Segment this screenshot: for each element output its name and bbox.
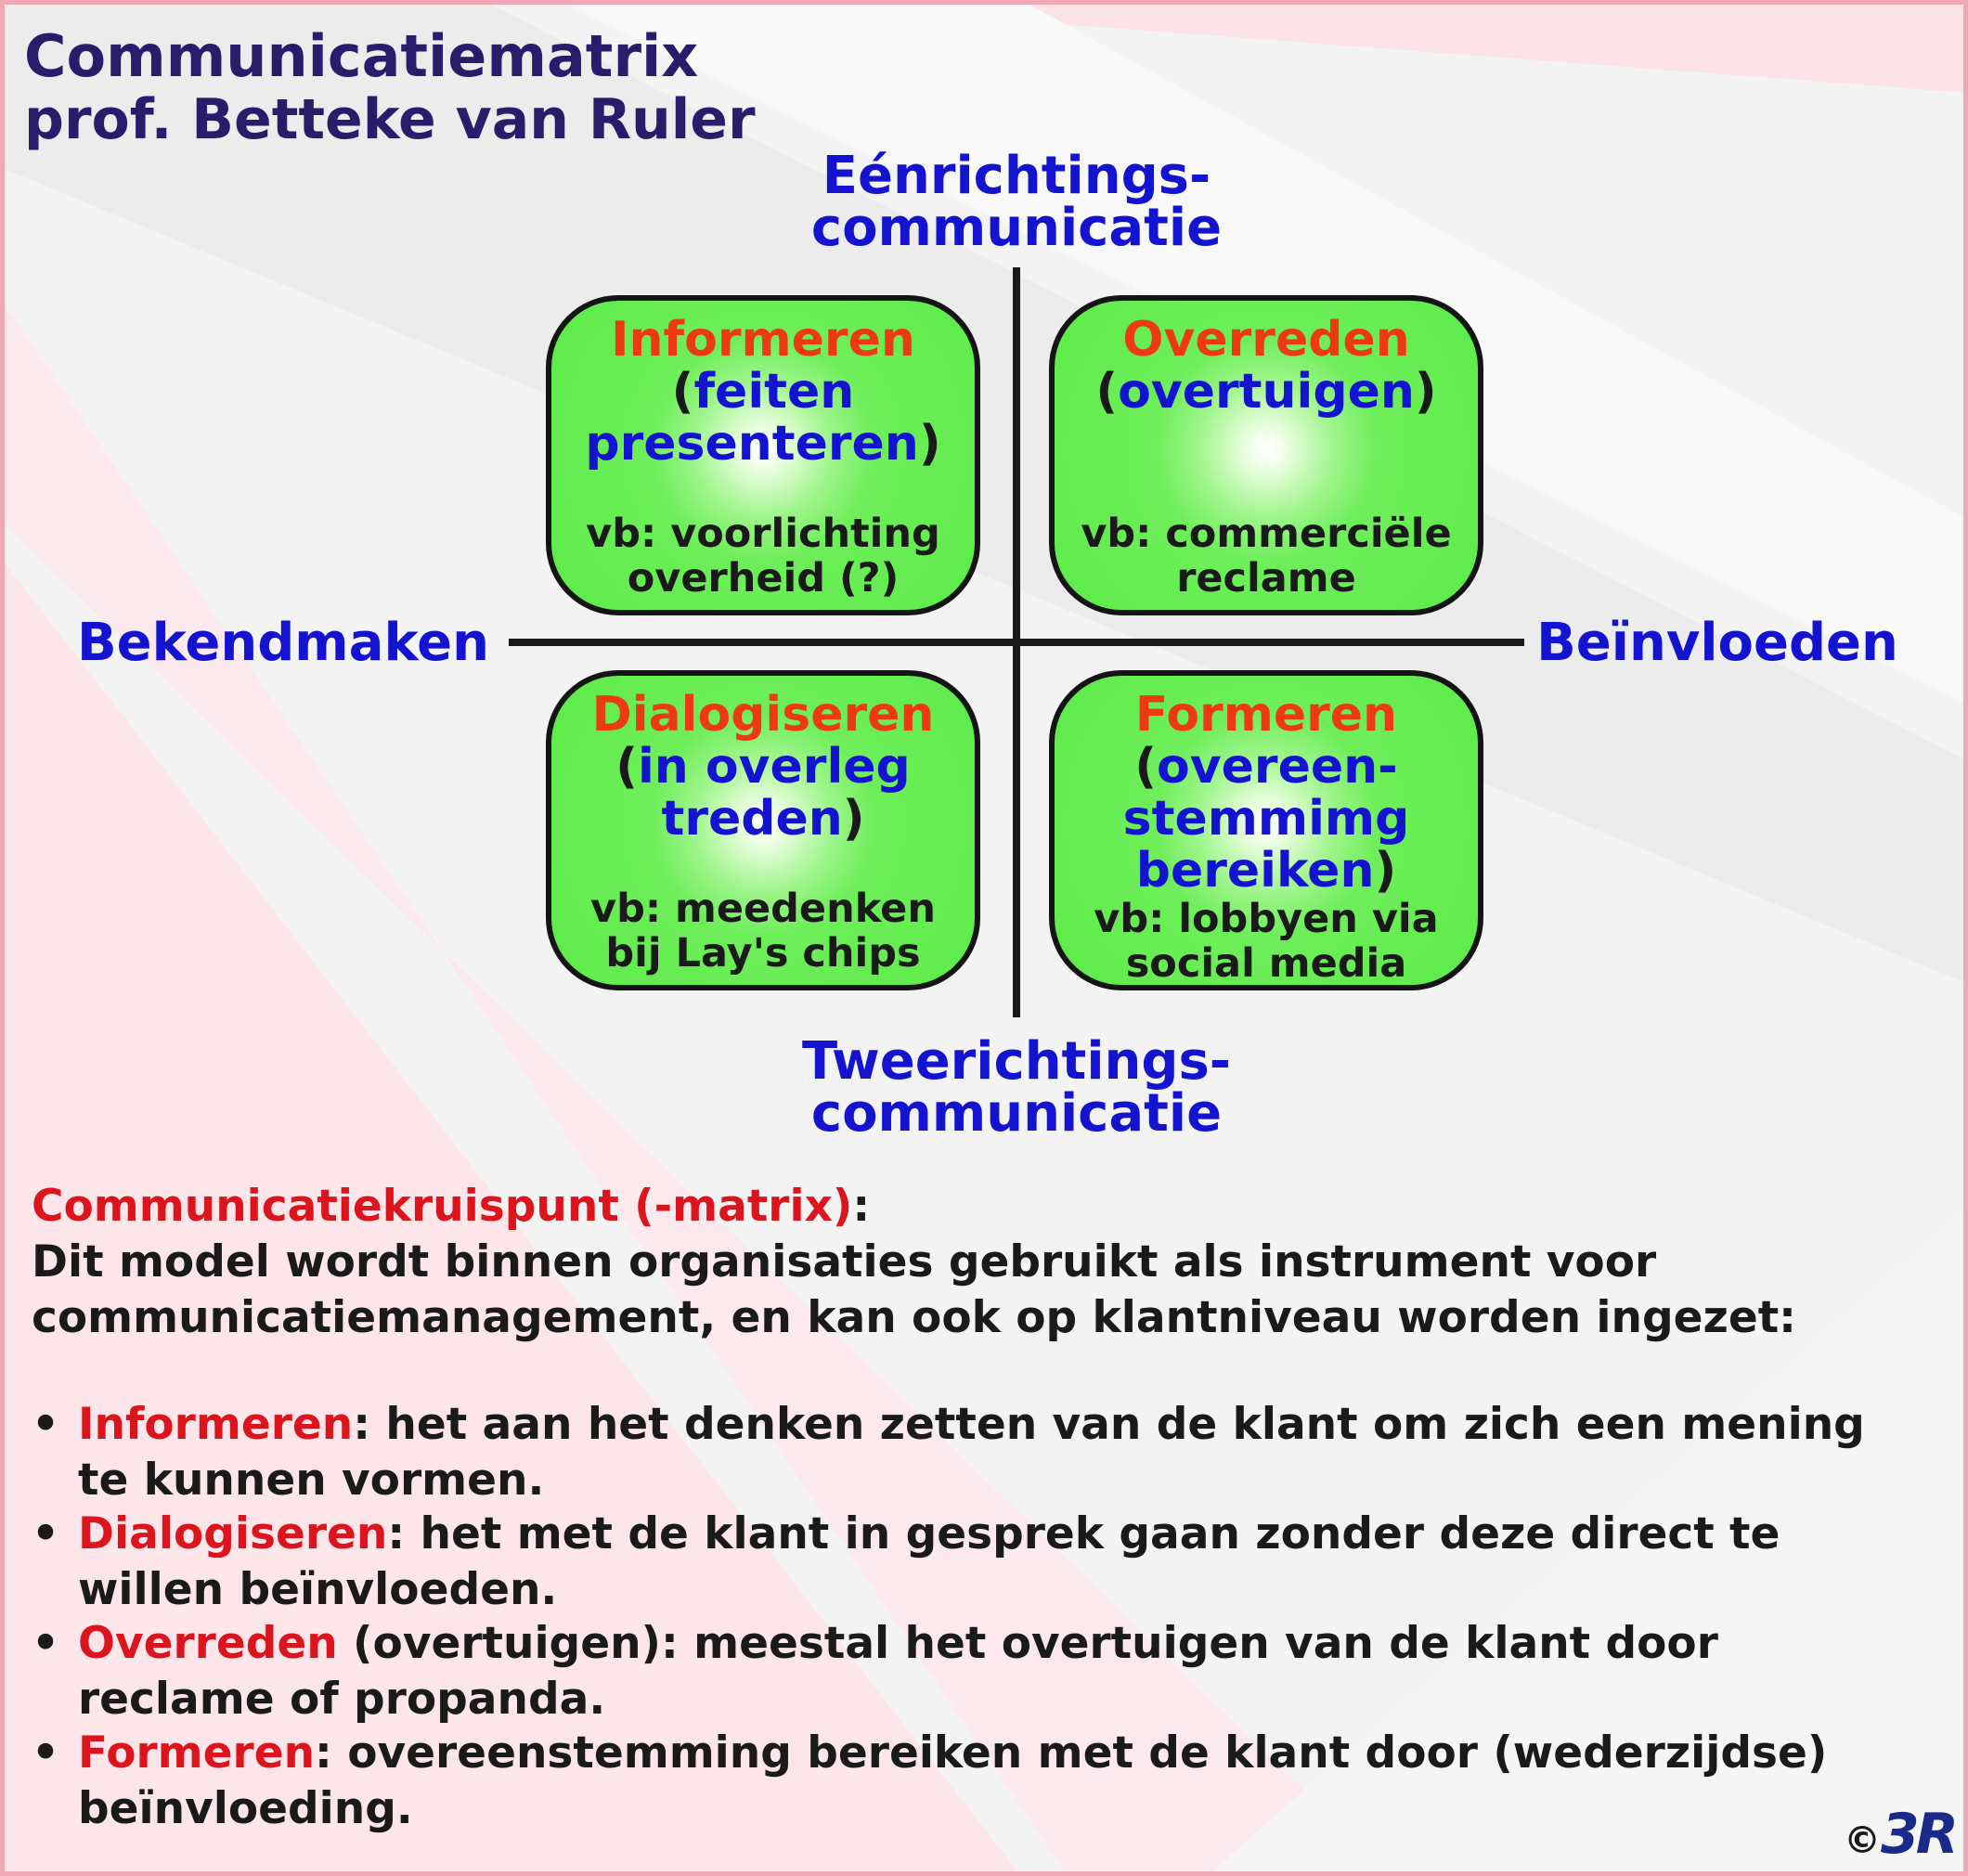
quadrant-heading: Dialogiseren (in overleg treden): [592, 689, 935, 845]
quadrant-name: Overreden: [1122, 312, 1410, 368]
bullet-icon: •: [32, 1508, 60, 1559]
quadrant-example: vb: voorlichting overheid (?): [586, 511, 940, 601]
example-line: bij Lay's chips: [605, 930, 921, 977]
quadrant-heading: Informeren (feiten presenteren): [585, 314, 940, 470]
description-line: Dit model wordt binnen organisaties gebr…: [32, 1236, 1657, 1287]
quadrant-example: vb: lobbyen via social media: [1094, 897, 1438, 986]
axis-label-bottom-line-2: communicatie: [810, 1083, 1223, 1144]
quadrant-heading: Overreden (overtuigen): [1095, 314, 1436, 418]
paren-open: (: [1095, 364, 1119, 420]
paren-open: (: [615, 739, 638, 795]
bullet-continuation: te kunnen vormen.: [78, 1455, 545, 1506]
paren-close: ): [1374, 843, 1397, 899]
axis-label-top: Eénrichtings- communicatie: [724, 150, 1309, 254]
paren-close: ): [1414, 364, 1437, 420]
bullet-term: Formeren: [78, 1727, 316, 1779]
bullet-continuation: beïnvloeding.: [78, 1783, 413, 1834]
quadrant-informeren: Informeren (feiten presenteren) vb: voor…: [546, 295, 980, 615]
axis-label-bottom-line-1: Tweerichtings-: [801, 1031, 1232, 1092]
quadrant-name: Dialogiseren: [591, 687, 935, 743]
3r-logo: 3R: [1881, 1802, 1959, 1867]
quadrant-subtitle: feiten: [693, 364, 855, 420]
bullet-text: : het met de klant in gesprek gaan zonde…: [387, 1508, 1780, 1559]
bullet-term: Informeren: [78, 1399, 354, 1450]
example-line: vb: commerciële: [1081, 511, 1452, 557]
quadrant-overreden: Overreden (overtuigen) vb: commerciële r…: [1049, 295, 1483, 615]
axis-label-top-line-1: Eénrichtings-: [822, 146, 1211, 206]
bullet-continuation: willen beïnvloeden.: [78, 1564, 558, 1615]
bullet-term: Dialogiseren: [78, 1508, 388, 1559]
quadrant-formeren: Formeren (overeen- stemmimg bereiken) vb…: [1049, 670, 1483, 990]
quadrant-subtitle: in overleg: [637, 739, 911, 795]
bullet-icon: •: [32, 1618, 60, 1669]
bullet-text: : het aan het denken zetten van de klant…: [353, 1399, 1865, 1450]
quadrant-heading: Formeren (overeen- stemmimg bereiken): [1123, 689, 1410, 897]
axis-label-right: Beïnvloeden: [1536, 613, 1898, 673]
example-line: vb: meedenken: [590, 886, 936, 932]
paren-open: (: [671, 364, 694, 420]
paren-close: ): [918, 416, 941, 472]
bullet-line: Informeren: het aan het denken zetten va…: [78, 1397, 1865, 1453]
paren-open: (: [1134, 739, 1158, 795]
bullet-line: Formeren: overeenstemming bereiken met d…: [78, 1726, 1827, 1781]
page-title: Communicatiematrix: [24, 22, 699, 90]
copyright-symbol: ©: [1844, 1819, 1881, 1862]
description-heading: Communicatiekruispunt (-matrix):: [32, 1179, 870, 1235]
quadrant-name: Informeren: [611, 312, 915, 368]
horizontal-axis-line: [509, 639, 1524, 646]
quadrant-subtitle: bereiken: [1135, 843, 1375, 899]
page-subtitle: prof. Betteke van Ruler: [24, 87, 756, 152]
quadrant-example: vb: commerciële reclame: [1081, 511, 1451, 601]
quadrant-subtitle: stemmimg: [1122, 791, 1410, 847]
quadrant-name: Formeren: [1134, 687, 1398, 743]
example-line: reclame: [1176, 555, 1356, 602]
quadrant-example: vb: meedenken bij Lay's chips: [590, 886, 936, 976]
bullet-line: Overreden (overtuigen): meestal het over…: [78, 1616, 1718, 1672]
bullet-continuation: reclame of propanda.: [78, 1674, 606, 1725]
bullet-line: Dialogiseren: het met de klant in gespre…: [78, 1507, 1780, 1562]
quadrant-dialogiseren: Dialogiseren (in overleg treden) vb: mee…: [546, 670, 980, 990]
axis-label-left: Bekendmaken: [76, 613, 490, 673]
axis-label-bottom: Tweerichtings- communicatie: [724, 1036, 1309, 1140]
description-heading-text: Communicatiekruispunt (-matrix): [32, 1181, 853, 1232]
bullet-icon: •: [32, 1399, 60, 1450]
description-line: communicatiemanagement, en kan ook op kl…: [32, 1292, 1796, 1343]
example-line: vb: lobbyen via: [1094, 896, 1439, 942]
quadrant-subtitle: treden: [661, 791, 843, 847]
paren-close: ): [842, 791, 865, 847]
bullet-text: : overeenstemming bereiken met de klant …: [315, 1727, 1828, 1779]
axis-label-top-line-2: communicatie: [810, 198, 1223, 258]
example-line: overheid (?): [627, 555, 900, 602]
example-line: vb: voorlichting: [586, 511, 940, 557]
quadrant-subtitle: presenteren: [585, 416, 919, 472]
quadrant-subtitle: overeen-: [1157, 739, 1398, 795]
bullet-icon: •: [32, 1727, 60, 1779]
copyright-mark: ©3R: [1844, 1806, 1959, 1869]
description-heading-colon: :: [852, 1181, 871, 1232]
example-line: social media: [1125, 940, 1407, 987]
bullet-term: Overreden: [78, 1618, 338, 1669]
bullet-text: (overtuigen): meestal het overtuigen van…: [337, 1618, 1718, 1669]
quadrant-subtitle: overtuigen: [1118, 364, 1415, 420]
